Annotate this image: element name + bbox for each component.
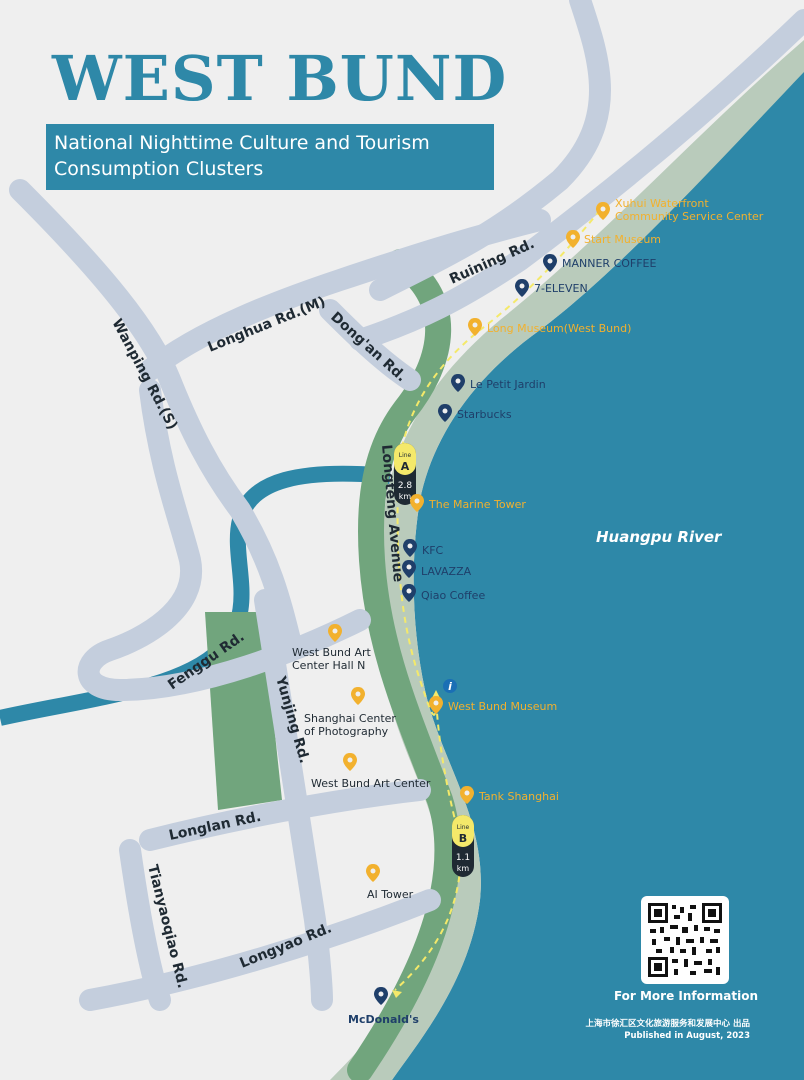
subtitle-line: National Nighttime Culture and Tourism — [54, 132, 430, 154]
poi-label: AI Tower — [367, 888, 414, 901]
poi-seven-eleven[interactable]: 7-ELEVEN — [515, 279, 588, 297]
poi-label: McDonald's — [348, 1013, 419, 1026]
line-b-name: Line — [457, 824, 470, 831]
poi-label: The Marine Tower — [428, 498, 526, 511]
road-longlan — [139, 779, 431, 851]
poi-label: Community Service Center — [615, 210, 764, 223]
info-icon — [443, 679, 457, 693]
poi-label: Starbucks — [457, 408, 512, 421]
publisher-credit: 上海市徐汇区文化旅游服务和发展中心 出品 Published in August… — [530, 1018, 750, 1042]
line-a-name: Line — [399, 452, 412, 459]
poi-label: Xuhui Waterfront — [615, 197, 709, 210]
poi-label: LAVAZZA — [421, 565, 472, 578]
poi-label: of Photography — [304, 725, 389, 738]
road-ruining — [349, 9, 804, 351]
poi-qiao[interactable]: Qiao Coffee — [402, 584, 485, 602]
poi-label: West Bund Art — [292, 646, 372, 659]
poi-ai-tower[interactable]: AI Tower — [366, 864, 414, 901]
poi-long-museum[interactable]: Long Museum(West Bund) — [468, 318, 631, 336]
line-b-badge: Line B 1.1 km — [452, 815, 474, 877]
poi-le-petit[interactable]: Le Petit Jardin — [451, 374, 546, 392]
line-a-letter: A — [401, 460, 410, 473]
line-a-unit: km — [399, 492, 412, 501]
poi-label: 7-ELEVEN — [534, 282, 588, 295]
poi-label: Shanghai Center — [304, 712, 396, 725]
page-title: WEST BUND — [52, 42, 508, 115]
line-b-letter: B — [459, 832, 467, 845]
poi-tank[interactable]: Tank Shanghai — [460, 786, 559, 804]
line-b-unit: km — [457, 864, 470, 873]
route-arrow-bottom — [392, 990, 402, 998]
road-dongan — [319, 299, 421, 391]
road-wanping-lower — [77, 379, 371, 702]
poi-art-center[interactable]: West Bund Art Center — [311, 753, 431, 790]
poi-label: Le Petit Jardin — [470, 378, 546, 391]
published-date: Published in August, 2023 — [624, 1031, 750, 1041]
poi-label: West Bund Museum — [448, 700, 557, 713]
river-label: Huangpu River — [596, 528, 723, 546]
poi-starbucks[interactable]: Starbucks — [438, 404, 512, 422]
poi-label: Center Hall N — [292, 659, 365, 672]
subtitle-line: Consumption Clusters — [54, 158, 264, 180]
road-longhua — [139, 209, 551, 381]
publisher-cn: 上海市徐汇区文化旅游服务和发展中心 出品 — [585, 1019, 750, 1029]
poi-photography[interactable]: Shanghai Center of Photography — [304, 687, 396, 738]
more-info-label: For More Information — [613, 989, 759, 1003]
poi-start-museum[interactable]: Start Museum — [566, 230, 661, 248]
poi-label: Qiao Coffee — [421, 589, 485, 602]
longteng-avenue — [347, 249, 461, 1080]
line-a-badge: Line A 2.8 km — [394, 443, 416, 505]
poi-xuhui-waterfront[interactable]: Xuhui Waterfront Community Service Cente… — [596, 197, 764, 223]
subtitle-banner: National Nighttime Culture and Tourism C… — [46, 124, 494, 190]
huangpu-river — [392, 70, 804, 1080]
poi-label: Long Museum(West Bund) — [487, 322, 631, 335]
road-longyao — [79, 889, 441, 1011]
poi-label: West Bund Art Center — [311, 777, 431, 790]
poi-label: KFC — [422, 544, 444, 557]
poi-mcdonalds[interactable]: McDonald's — [348, 987, 419, 1026]
poi-label: MANNER COFFEE — [562, 257, 657, 270]
poi-west-bund-museum[interactable]: i West Bund Museum — [429, 679, 557, 714]
qr-code-icon — [648, 903, 722, 977]
info-glyph: i — [448, 680, 452, 693]
poi-manner[interactable]: MANNER COFFEE — [543, 254, 657, 272]
poi-art-center-n[interactable]: West Bund Art Center Hall N — [292, 624, 372, 672]
poi-marine-tower[interactable]: The Marine Tower — [410, 494, 526, 512]
road-yunjing — [254, 589, 333, 1011]
poi-label: Start Museum — [584, 233, 661, 246]
line-b-distance: 1.1 — [456, 853, 470, 863]
poi-lavazza[interactable]: LAVAZZA — [402, 560, 472, 578]
qr-code[interactable] — [641, 896, 729, 984]
poi-kfc[interactable]: KFC — [403, 539, 444, 557]
poi-label: Tank Shanghai — [478, 790, 559, 803]
route-arrow-mid — [432, 690, 440, 698]
line-a-distance: 2.8 — [398, 481, 413, 491]
road-wanping — [9, 179, 301, 651]
roads — [9, 0, 804, 1011]
